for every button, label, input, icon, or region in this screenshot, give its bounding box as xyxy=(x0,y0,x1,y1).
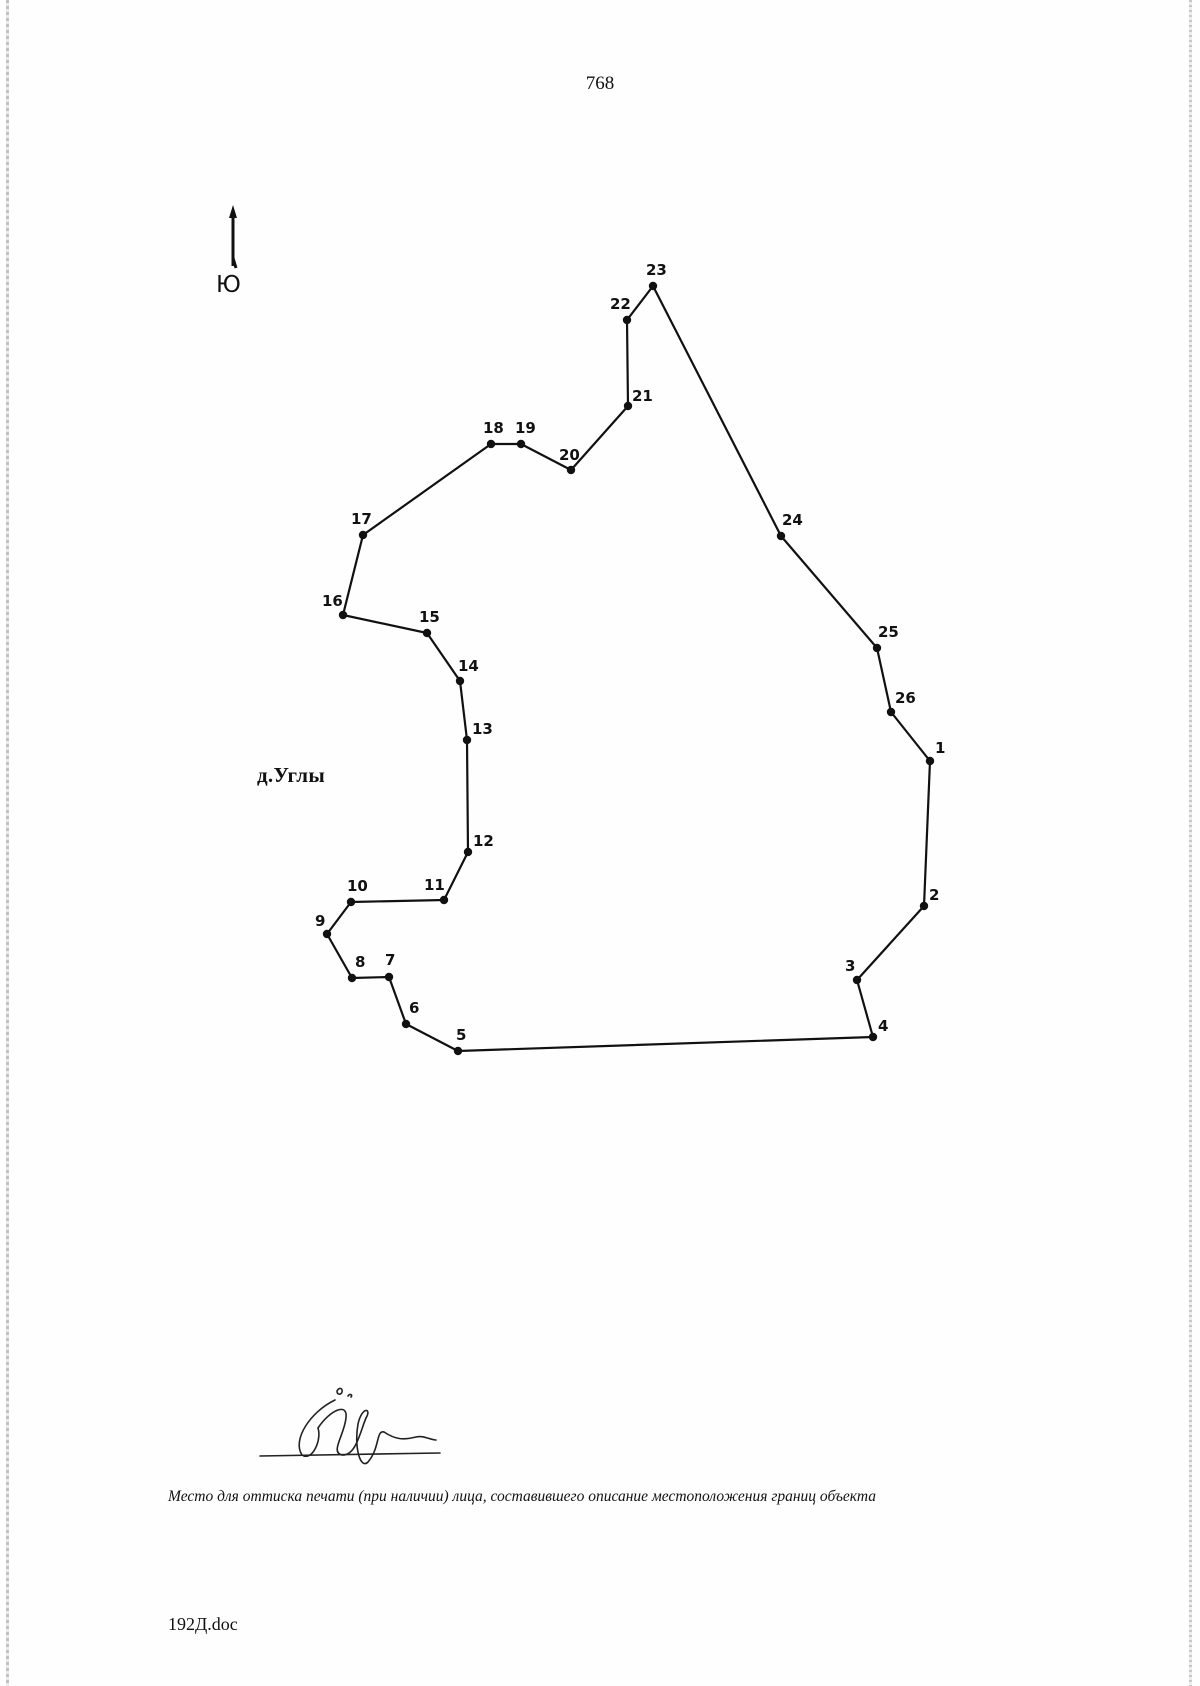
boundary-point-26 xyxy=(886,707,896,717)
boundary-point-5 xyxy=(453,1046,463,1056)
boundary-point-15 xyxy=(422,628,432,638)
boundary-point-13 xyxy=(462,735,472,745)
boundary-point-label-2: 2 xyxy=(929,886,939,904)
boundary-point-23 xyxy=(648,281,658,291)
boundary-point-12 xyxy=(463,847,473,857)
boundary-point-label-15: 15 xyxy=(419,608,440,626)
boundary-point-label-3: 3 xyxy=(845,957,855,975)
file-name: 192Д.doc xyxy=(168,1614,238,1634)
boundary-point-label-4: 4 xyxy=(878,1017,888,1035)
boundary-point-17 xyxy=(358,530,368,540)
boundary-point-label-5: 5 xyxy=(456,1026,466,1044)
boundary-point-label-17: 17 xyxy=(351,510,372,528)
boundary-point-label-6: 6 xyxy=(409,999,419,1017)
boundary-point-10 xyxy=(346,897,356,907)
boundary-point-21 xyxy=(623,401,633,411)
boundary-line xyxy=(325,284,932,1053)
boundary-point-22 xyxy=(622,315,632,325)
boundary-point-label-25: 25 xyxy=(878,623,899,641)
boundary-point-label-18: 18 xyxy=(483,419,504,437)
boundary-point-19 xyxy=(516,439,526,449)
boundary-point-label-10: 10 xyxy=(347,877,368,895)
boundary-point-2 xyxy=(919,901,929,911)
boundary-point-label-20: 20 xyxy=(559,446,580,464)
boundary-point-7 xyxy=(384,972,394,982)
boundary-point-16 xyxy=(338,610,348,620)
boundary-point-label-16: 16 xyxy=(322,592,343,610)
boundary-point-9 xyxy=(322,929,332,939)
boundary-point-20 xyxy=(566,465,576,475)
stamp-caption: Место для оттиска печати (при наличии) л… xyxy=(168,1488,876,1505)
scan-edge-right xyxy=(1189,0,1192,1686)
page-number: 768 xyxy=(585,73,615,94)
boundary-point-1 xyxy=(925,756,935,766)
boundary-point-11 xyxy=(439,895,449,905)
boundary-point-label-8: 8 xyxy=(355,953,365,971)
boundary-point-label-11: 11 xyxy=(424,876,445,894)
boundary-point-14 xyxy=(455,676,465,686)
boundary-point-label-7: 7 xyxy=(385,951,395,969)
boundary-point-label-1: 1 xyxy=(935,739,945,757)
boundary-point-label-13: 13 xyxy=(472,720,493,738)
boundary-point-label-21: 21 xyxy=(632,387,653,405)
boundary-point-label-9: 9 xyxy=(315,912,325,930)
boundary-point-25 xyxy=(872,643,882,653)
settlement-label: д.Углы xyxy=(257,763,326,787)
handwritten-signature xyxy=(259,1387,441,1465)
boundary-point-4 xyxy=(868,1032,878,1042)
boundary-point-label-22: 22 xyxy=(610,295,631,313)
north-arrow-icon xyxy=(229,205,238,269)
boundary-point-label-24: 24 xyxy=(782,511,803,529)
boundary-point-3 xyxy=(852,975,862,985)
boundary-point-label-14: 14 xyxy=(458,657,479,675)
boundary-point-label-12: 12 xyxy=(473,832,494,850)
north-label: Ю xyxy=(216,272,241,298)
boundary-point-24 xyxy=(776,531,786,541)
boundary-point-label-19: 19 xyxy=(515,419,536,437)
boundary-point-8 xyxy=(347,973,357,983)
boundary-point-label-23: 23 xyxy=(646,261,667,279)
scan-edge-left xyxy=(6,0,9,1686)
boundary-point-18 xyxy=(486,439,496,449)
boundary-point-label-26: 26 xyxy=(895,689,916,707)
boundary-point-6 xyxy=(401,1019,411,1029)
